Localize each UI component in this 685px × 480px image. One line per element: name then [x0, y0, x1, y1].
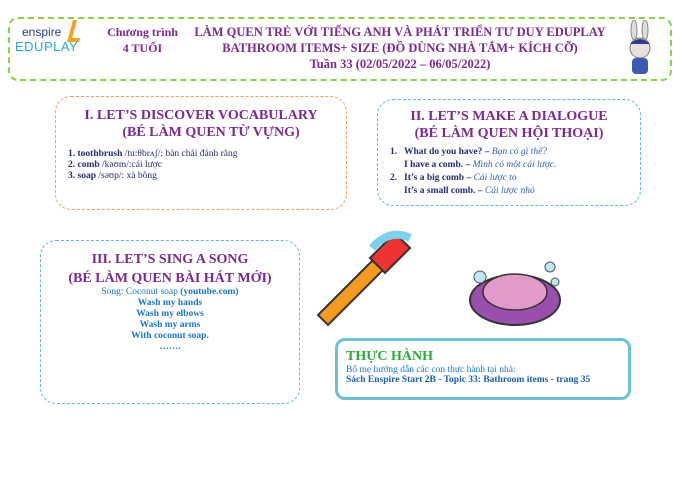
bunny-mascot-icon — [629, 20, 651, 74]
soap-icon — [469, 261, 561, 326]
logo-enspire: enspire — [22, 25, 62, 39]
title-week: Tuần 33 (02/05/2022 – 06/05/2022) — [309, 57, 491, 71]
dialogue-line: I have a comb. – Mình có một cái lược. — [404, 160, 557, 170]
vocab-title: I. LET’S DISCOVER VOCABULARY — [84, 108, 318, 123]
dialogue-title: II. LET’S MAKE A DIALOGUE — [410, 109, 608, 124]
song-box: III. LET’S SING A SONG (BÉ LÀM QUEN BÀI … — [40, 240, 300, 404]
program-label: Chương trình 4 TUỔI — [105, 24, 180, 56]
song-label: Song: Coconut soap (youtube.com) — [101, 287, 239, 297]
song-line: ……. — [159, 342, 181, 352]
vocab-subtitle: (BÉ LÀM QUEN TỪ VỰNG) — [122, 125, 300, 140]
page-title: LÀM QUEN TRẺ VỚI TIẾNG ANH VÀ PHÁT TRIỂN… — [180, 24, 620, 72]
dialogue-line: 1.What do you have? – Bạn có gì thế? — [390, 147, 548, 157]
practice-box: THỰC HÀNH Bố mẹ hướng dẫn các con thực h… — [335, 338, 631, 400]
song-title: III. LET’S SING A SONG — [91, 252, 249, 267]
song-line: Wash my elbows — [136, 309, 204, 319]
dialogue-line: 2.It’s a big comb – Cái lược to — [390, 173, 517, 183]
dialogue-line: It’s a small comb. – Cái lược nhỏ — [404, 186, 535, 196]
practice-instruction: Bố mẹ hướng dẫn các con thực hành tại nh… — [346, 365, 516, 375]
toothbrush-icon — [316, 230, 412, 327]
dialogue-subtitle: (BÉ LÀM QUEN HỘI THOẠI) — [414, 126, 604, 141]
header-frame — [8, 17, 672, 81]
title-line-2: BATHROOM ITEMS+ SIZE (ĐỒ DÙNG NHÀ TẮM+ K… — [222, 41, 578, 55]
song-line: With coconut soap. — [131, 331, 209, 341]
song-subtitle: (BÉ LÀM QUEN BÀI HÁT MỚI) — [68, 271, 272, 286]
title-line-1: LÀM QUEN TRẺ VỚI TIẾNG ANH VÀ PHÁT TRIỂN… — [194, 25, 606, 39]
program-text: Chương trình — [107, 25, 178, 39]
vocab-item: 1. toothbrush /tu:θbrʌʃ/: bàn chải đánh … — [68, 149, 238, 159]
dialogue-box: II. LET’S MAKE A DIALOGUE (BÉ LÀM QUEN H… — [377, 99, 641, 206]
vocab-item: 3. soap /səʊp/: xà bông — [68, 171, 157, 181]
practice-book-reference: Sách Enspire Start 2B - Topic 33: Bathro… — [346, 375, 591, 385]
vocab-item: 2. comb /kəʊm/:cái lược — [68, 160, 163, 170]
vocabulary-box: I. LET’S DISCOVER VOCABULARY (BÉ LÀM QUE… — [55, 96, 347, 210]
song-line: Wash my arms — [139, 320, 201, 330]
practice-title: THỰC HÀNH — [346, 349, 433, 364]
logo-eduplay: EDUPLAY — [15, 39, 79, 54]
age-text: 4 TUỔI — [122, 41, 163, 55]
song-line: Wash my hands — [137, 298, 203, 308]
